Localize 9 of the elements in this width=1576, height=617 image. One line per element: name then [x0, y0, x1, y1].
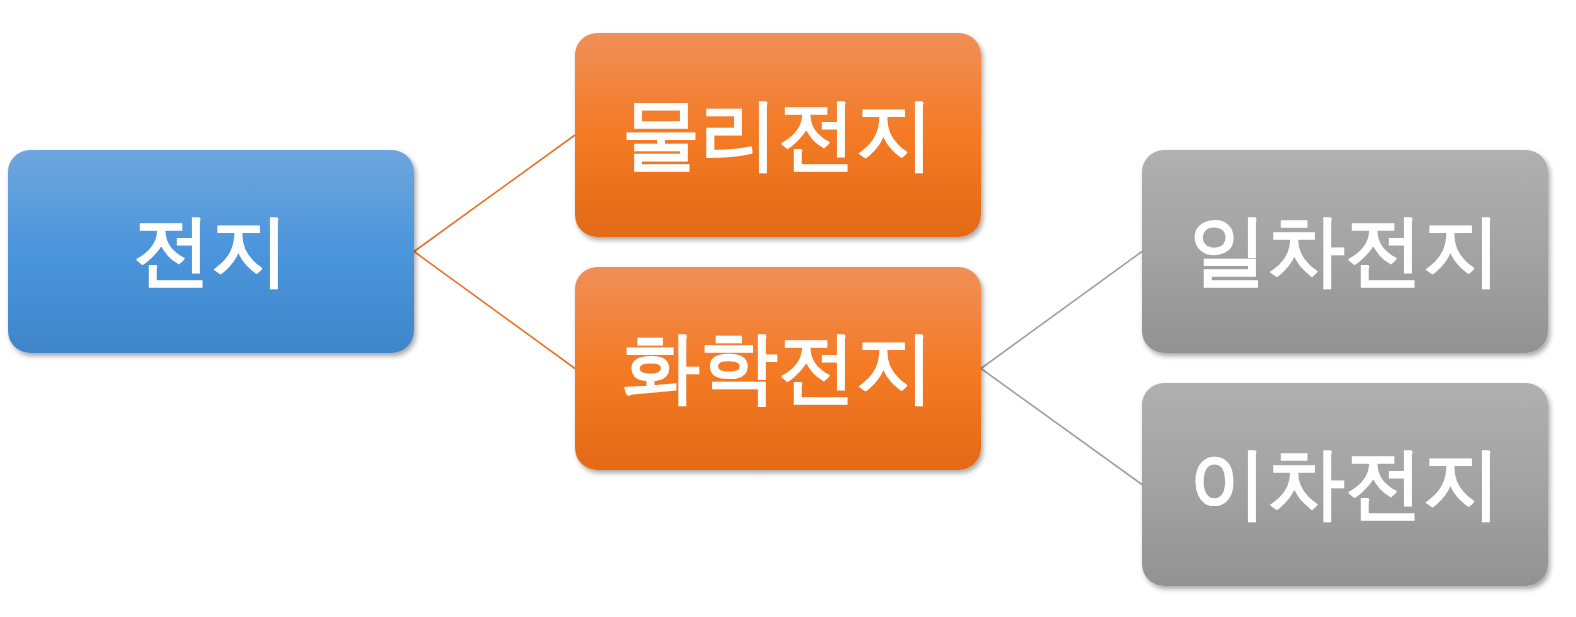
category-box: 전지 [8, 150, 414, 353]
category-box: 일차전지 [1142, 150, 1548, 353]
category-box: 화학전지 [575, 267, 981, 470]
connector-line [980, 250, 1143, 370]
connector-line [413, 250, 576, 370]
connector-line [980, 367, 1143, 486]
category-box: 물리전지 [575, 33, 981, 237]
category-box: 이차전지 [1142, 383, 1548, 586]
connector-line [413, 134, 576, 253]
